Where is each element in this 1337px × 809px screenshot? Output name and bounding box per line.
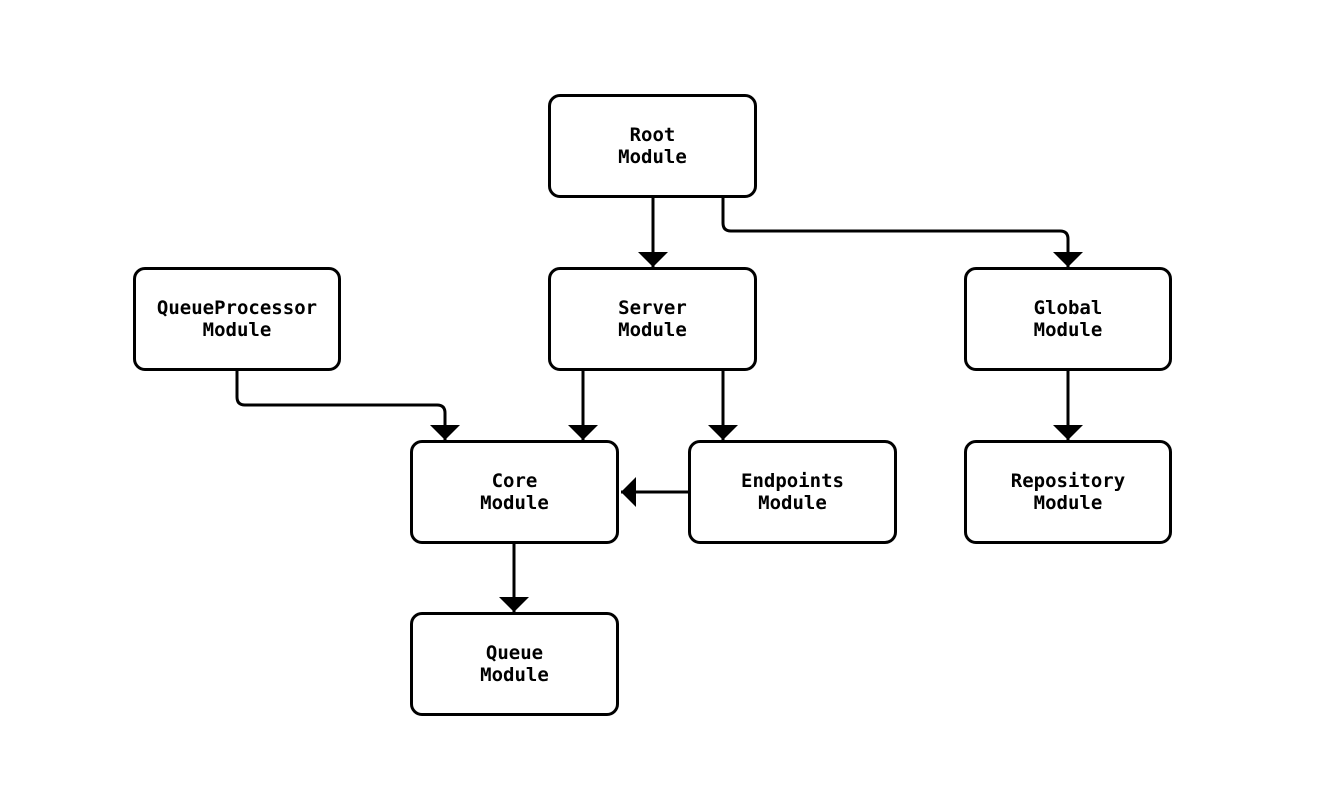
node-core-module: Core Module bbox=[410, 440, 619, 544]
node-server-module: Server Module bbox=[548, 267, 757, 371]
node-endpoints-module: Endpoints Module bbox=[688, 440, 897, 544]
node-global-module: Global Module bbox=[964, 267, 1172, 371]
node-repository-module: Repository Module bbox=[964, 440, 1172, 544]
node-root-module: Root Module bbox=[548, 94, 757, 198]
edge-queueprocessor-to-core bbox=[235, 371, 460, 440]
node-queue-module: Queue Module bbox=[410, 612, 619, 716]
edge-root-to-global bbox=[721, 198, 1083, 267]
node-queueprocessor-module: QueueProcessor Module bbox=[133, 267, 341, 371]
